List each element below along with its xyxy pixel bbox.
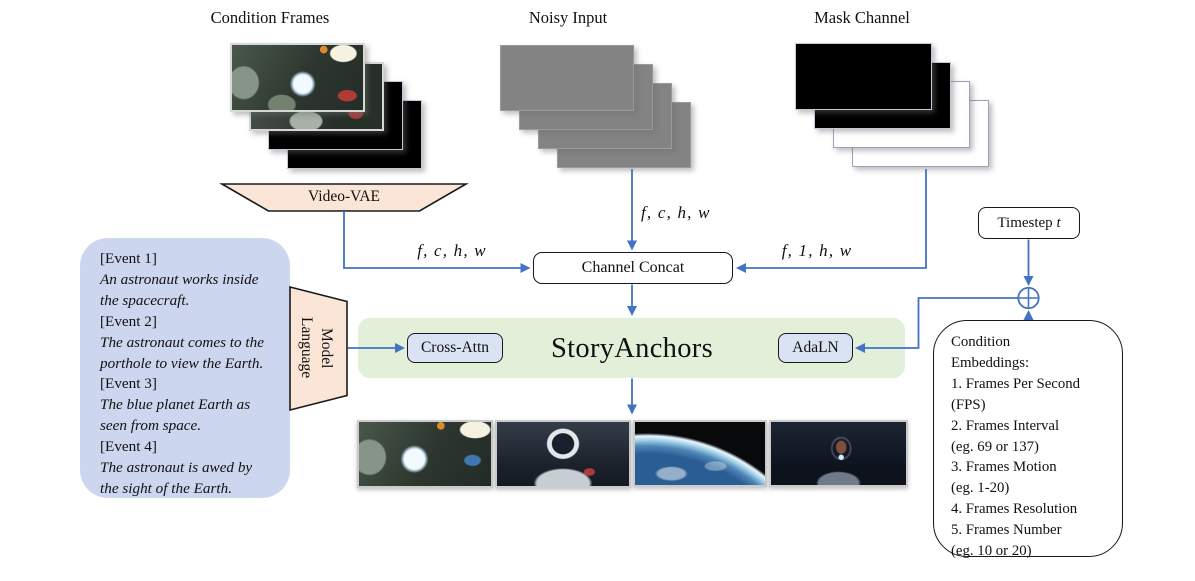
event-line: [Event 1] [100, 250, 157, 267]
event-line: The blue planet Earth as [100, 396, 251, 414]
event-line: The astronaut is awed by [100, 459, 253, 477]
cross-attn-box: Cross-Attn [407, 333, 503, 363]
noisy-frame-1 [500, 45, 634, 111]
language-model-label: Language Model [296, 300, 344, 396]
condition-embedding-line: 2. Frames Interval [951, 417, 1060, 434]
condition-embedding-line: 1. Frames Per Second [951, 375, 1081, 392]
event-prompts-panel: [Event 1] An astronaut works inside the … [80, 238, 290, 498]
event-line: [Event 2] [100, 312, 157, 330]
adaln-label: AdaLN [792, 339, 839, 356]
mask-channel-label: Mask Channel [814, 8, 910, 27]
mask-frame-1 [795, 43, 932, 110]
condition-embedding-line: (eg. 69 or 137) [951, 438, 1039, 455]
condition-embedding-line: (FPS) [951, 396, 986, 413]
language-model-line2: Model [318, 327, 335, 369]
condition-embeddings-panel: Condition Embeddings: 1. Frames Per Seco… [933, 320, 1123, 559]
channel-concat-box: Channel Concat [533, 252, 733, 284]
event-line: An astronaut works inside [100, 270, 259, 288]
output-frame-4-image [769, 420, 908, 487]
event-line: the spacecraft. [100, 291, 190, 309]
condition-embedding-line: Condition [951, 334, 1011, 350]
output-frame-2-image [495, 420, 631, 488]
circled-plus-icon [1017, 286, 1040, 310]
channel-concat-label: Channel Concat [581, 259, 685, 276]
timestep-label: Timestep [997, 214, 1053, 231]
output-frame-3-image [633, 420, 767, 487]
event-line: porthole to view the Earth. [100, 354, 264, 372]
condition-embedding-line: (eg. 1-20) [951, 480, 1010, 497]
language-model-line1: Language [298, 317, 315, 379]
timestep-variable: t [1056, 214, 1061, 231]
condition-frame-1-image [230, 43, 365, 112]
adaln-box: AdaLN [778, 333, 853, 363]
noisy-input-label: Noisy Input [528, 8, 608, 27]
output-frame-1-image [357, 420, 493, 488]
tensor-label-vae-output: f, c, h, w [417, 241, 487, 260]
condition-embedding-line: Embeddings: [951, 354, 1030, 371]
event-line: [Event 4] [100, 438, 157, 456]
condition-embedding-line: 3. Frames Motion [951, 459, 1057, 476]
event-line: [Event 3] [100, 375, 157, 393]
tensor-label-noisy-input: f, c, h, w [641, 203, 711, 222]
event-line: The astronaut comes to the [100, 333, 264, 351]
event-line: seen from space. [100, 417, 202, 435]
condition-embedding-line: 4. Frames Resolution [951, 501, 1078, 518]
tensor-label-mask-channel: f, 1, h, w [781, 241, 853, 260]
storyanchors-title: StoryAnchors [551, 333, 713, 364]
timestep-box: Timestep t [978, 207, 1080, 239]
event-line: the sight of the Earth. [100, 479, 233, 497]
condition-embedding-line: 5. Frames Number [951, 522, 1062, 539]
condition-embedding-line: (eg. 10 or 20) [951, 543, 1032, 560]
video-vae-label: Video-VAE [308, 188, 380, 205]
cross-attn-label: Cross-Attn [420, 339, 490, 356]
condition-frames-label: Condition Frames [210, 8, 330, 27]
